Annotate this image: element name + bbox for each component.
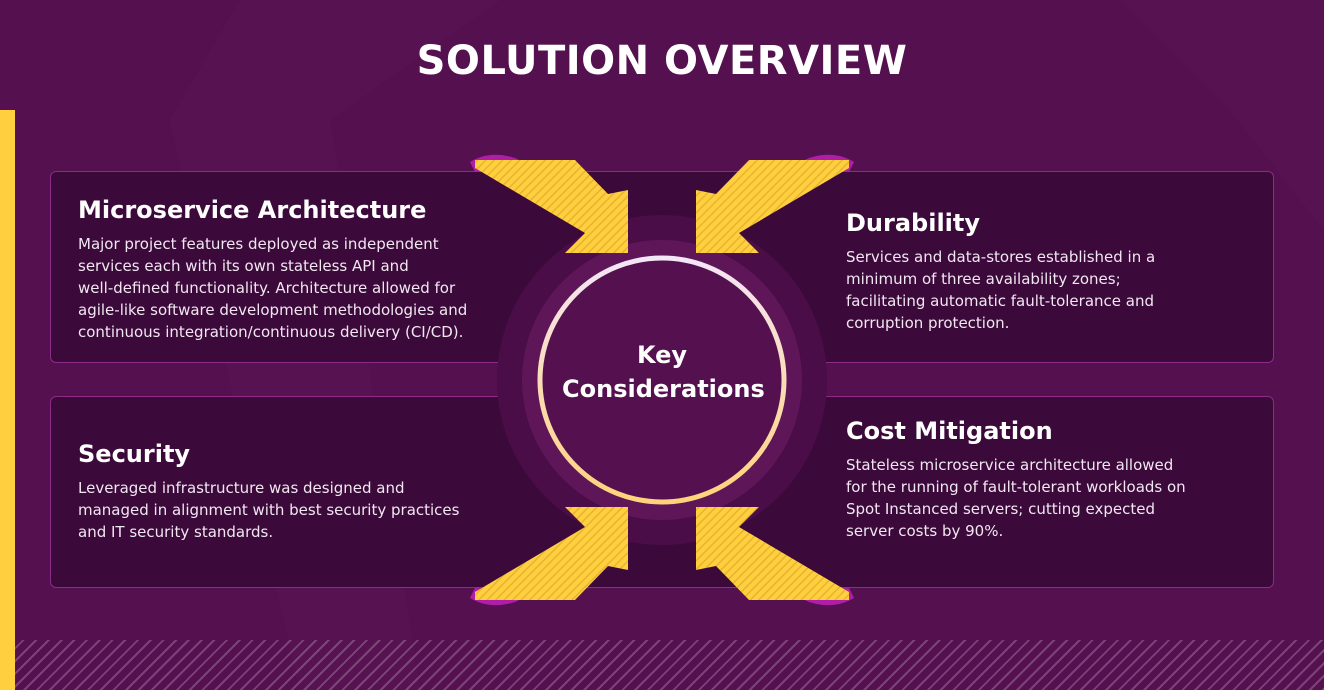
hub-label-line2: Considerations [562, 375, 765, 403]
body-line: facilitating automatic fault-tolerance a… [846, 292, 1154, 310]
hub-label: Key Considerations [562, 338, 765, 406]
panel-microservice-architecture: Microservice Architecture Major project … [78, 195, 508, 343]
panel-body: Major project features deployed as indep… [78, 233, 508, 343]
body-line: managed in alignment with best security … [78, 501, 460, 519]
body-line: for the running of fault-tolerant worklo… [846, 478, 1186, 496]
panel-body: Stateless microservice architecture allo… [846, 454, 1246, 542]
panel-heading: Security [78, 440, 191, 468]
panel-body: Leveraged infrastructure was designed an… [78, 477, 508, 543]
left-accent-bar [0, 110, 15, 690]
body-line: and IT security standards. [78, 523, 274, 541]
body-line: Stateless microservice architecture allo… [846, 456, 1174, 474]
bottom-stripe-pattern [0, 640, 1324, 690]
panel-heading: Cost Mitigation [846, 417, 1053, 445]
panel-body: Services and data-stores established in … [846, 246, 1246, 334]
body-line: Services and data-stores established in … [846, 248, 1156, 266]
body-line: server costs by 90%. [846, 522, 1004, 540]
body-line: agile-like software development methodol… [78, 301, 468, 319]
panel-heading: Microservice Architecture [78, 196, 427, 224]
body-line: minimum of three availability zones; [846, 270, 1121, 288]
body-line: corruption protection. [846, 314, 1010, 332]
hub-label-line1: Key [636, 341, 688, 369]
body-line: Spot Instanced servers; cutting expected [846, 500, 1156, 518]
body-line: well-defined functionality. Architecture… [78, 279, 456, 297]
panel-heading: Durability [846, 209, 981, 237]
page-title: SOLUTION OVERVIEW [416, 38, 908, 84]
body-line: services each with its own stateless API… [78, 257, 409, 275]
panel-security: Security Leveraged infrastructure was de… [78, 439, 508, 543]
panel-cost-mitigation: Cost Mitigation Stateless microservice a… [846, 416, 1246, 542]
body-line: Leveraged infrastructure was designed an… [78, 479, 405, 497]
panel-durability: Durability Services and data-stores esta… [846, 208, 1246, 334]
body-line: continuous integration/continuous delive… [78, 323, 464, 341]
body-line: Major project features deployed as indep… [78, 235, 439, 253]
